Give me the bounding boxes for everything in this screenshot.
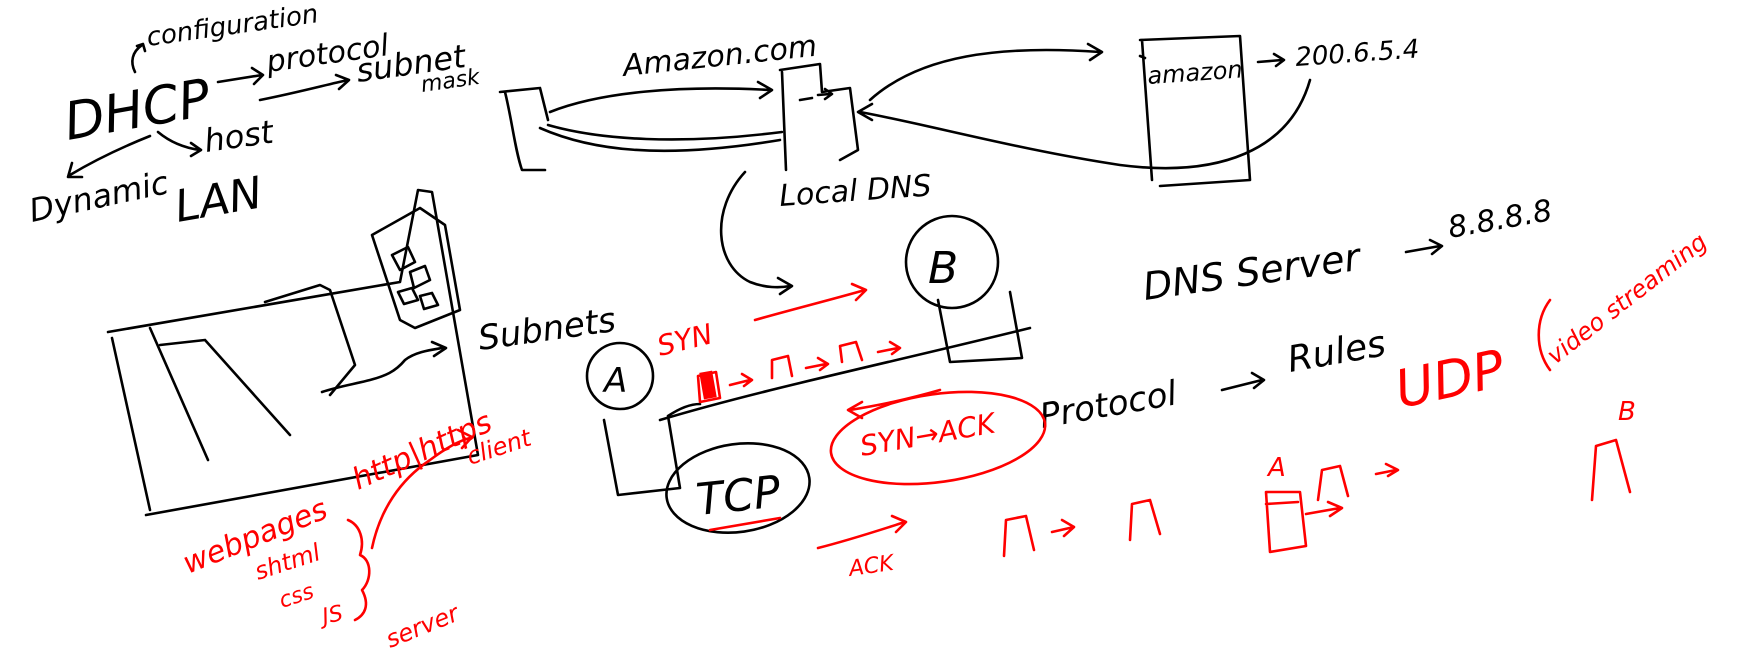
brace-web-items [346, 518, 371, 622]
label-syn-ack: SYN→ACK [857, 406, 1000, 463]
lan-wave [320, 340, 448, 394]
label-subnets: Subnets [476, 300, 618, 359]
arrow-local-dns-to-b [719, 170, 794, 296]
label-css: css [276, 579, 317, 614]
ack-packets [1002, 498, 1162, 558]
amazon-server-box [1138, 34, 1252, 188]
label-protocol: Protocol [1037, 373, 1181, 437]
label-amazon-box: amazon [1146, 55, 1243, 90]
node-a-circle [585, 341, 655, 411]
arrow-dhcp-to-protocol [216, 66, 265, 86]
label-js: JS [316, 601, 345, 631]
label-node-a: A [602, 361, 627, 401]
label-udp-a: A [1266, 453, 1286, 483]
arrow-ip-back-to-local-dns [856, 78, 1312, 170]
label-lan: LAN [171, 167, 266, 232]
arrow-server-to-client [370, 428, 474, 550]
arrow-query-to-local-dns [548, 80, 774, 114]
syn-packet-outline [696, 370, 722, 404]
label-dns-server: DNS Server [1140, 235, 1365, 309]
client-box [498, 86, 550, 172]
arrow-reply-to-client [538, 123, 784, 153]
label-node-b: B [928, 243, 958, 294]
syn-ack-ellipse [829, 390, 1047, 486]
local-dns-inner-arrow [798, 87, 834, 102]
node-b-device [936, 290, 1024, 364]
udp-packet-b [1590, 438, 1632, 502]
label-rules: Rules [1284, 323, 1388, 381]
tcp-ellipse [665, 441, 811, 535]
tcp-handshake: B A SYN SYN→ACK TCP ACK [585, 214, 1162, 582]
label-syn: SYN [654, 317, 716, 363]
label-tcp: TCP [694, 466, 783, 526]
arrow-syn [753, 282, 868, 322]
label-ack: ACK [845, 551, 896, 582]
arrow-dhcp-to-host [156, 130, 203, 158]
web-cluster: http|https client webpages shtml css JS … [178, 405, 536, 654]
udp-paren [1537, 298, 1552, 372]
label-dns-ip: 8.8.8.8 [1445, 193, 1554, 246]
label-udp: UDP [1390, 339, 1510, 421]
lan-device [370, 206, 462, 330]
arrow-dns-server-to-ip [1404, 238, 1444, 256]
udp-packet-flow [1304, 462, 1400, 518]
arrow-amazon-to-ip [1256, 52, 1286, 68]
udp-packet-a [1264, 490, 1308, 554]
label-ip-address: 200.6.5.4 [1294, 34, 1420, 73]
label-udp-b: B [1618, 397, 1636, 427]
arrow-protocol-to-rules [1220, 371, 1266, 392]
label-server: server [382, 598, 465, 653]
node-b-circle [904, 214, 1000, 310]
local-dns-box [778, 62, 860, 172]
packet-flow [728, 340, 902, 388]
line-dhcp-to-dynamic [66, 134, 152, 179]
arrow-ack [816, 514, 908, 550]
label-dynamic: Dynamic [26, 163, 172, 230]
arrow-local-dns-to-amazon [868, 42, 1104, 102]
tcp-underline [708, 516, 782, 532]
lan-diagram: LAN Subnets [106, 167, 618, 517]
link-a-to-b [658, 326, 1032, 422]
syn-packet [699, 370, 717, 400]
label-amazon-com: Amazon.com [619, 29, 818, 84]
arrow-dhcp-to-subnet-mask [258, 73, 351, 102]
label-video-streaming: video streaming [1541, 228, 1712, 370]
lan-outline [106, 188, 480, 517]
arrow-dhcp-to-configuration [131, 42, 147, 74]
label-local-dns: Local DNS [778, 168, 932, 214]
node-a-device [602, 402, 702, 497]
